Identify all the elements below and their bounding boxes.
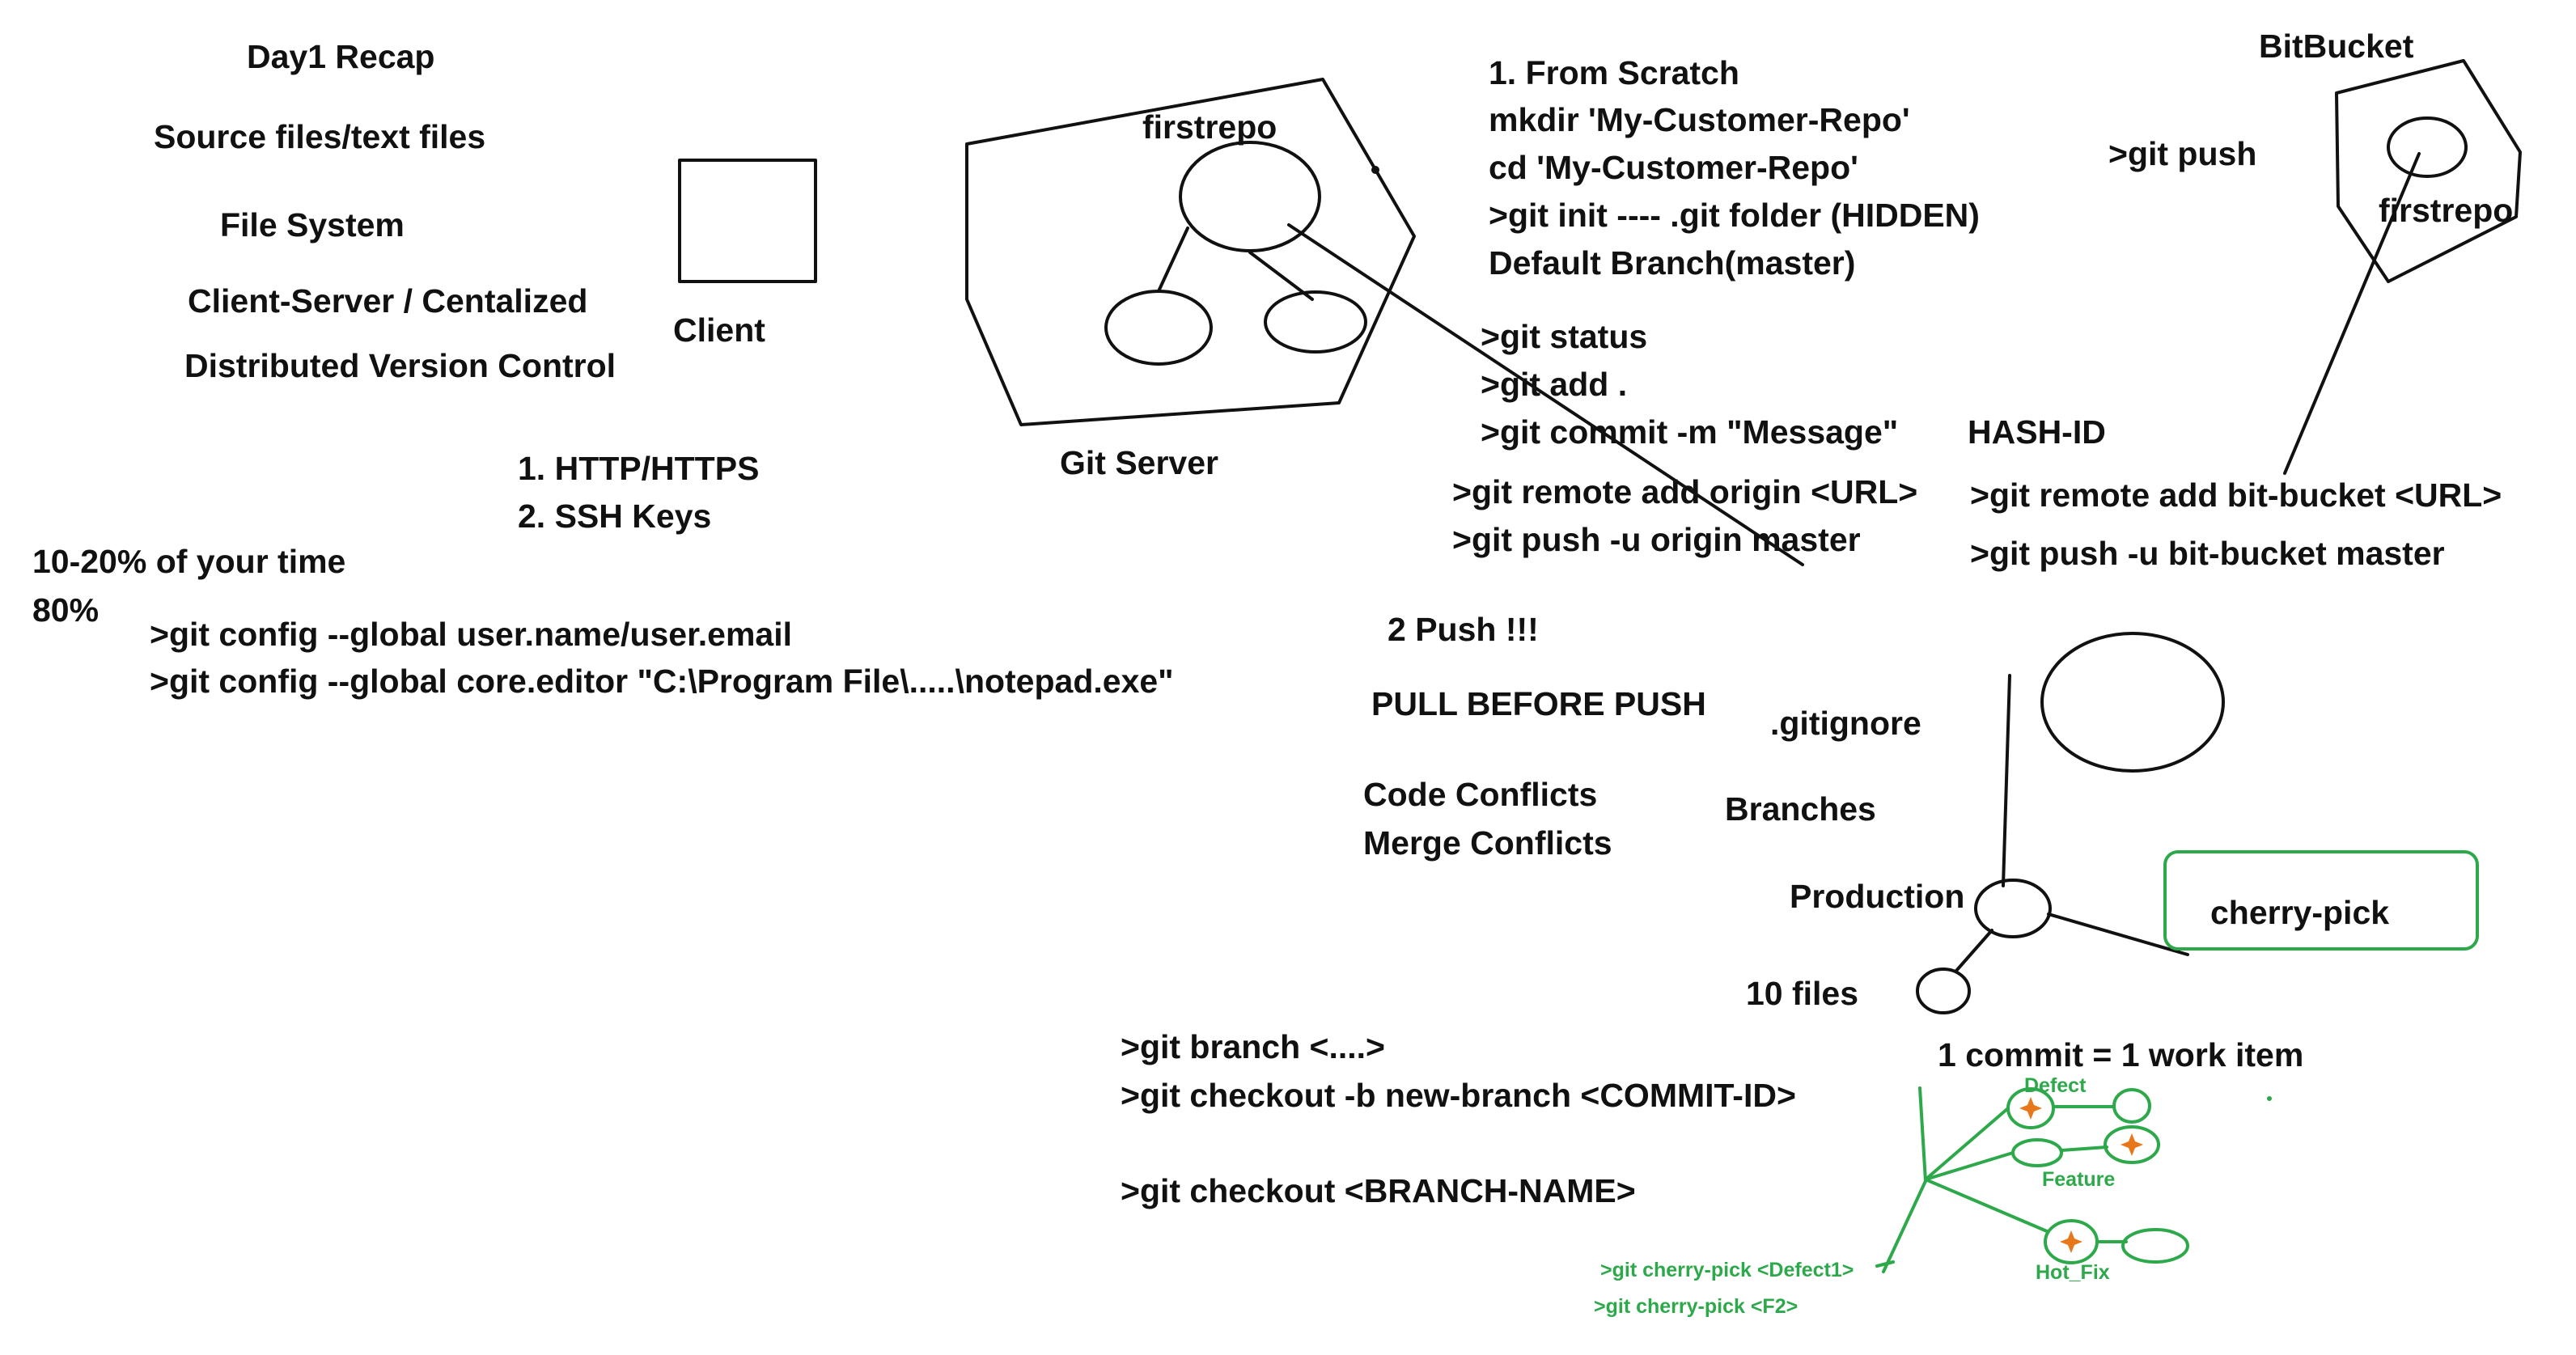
git-server-hexagon xyxy=(965,78,1416,426)
repo-ellipse xyxy=(1179,141,1321,252)
cmd-remote-bitbucket: >git remote add bit-bucket <URL> xyxy=(1970,476,2502,514)
step-cd: cd 'My-Customer-Repo' xyxy=(1489,149,1858,186)
feature-commit-2 xyxy=(2104,1125,2160,1164)
production-to-files-line xyxy=(1955,929,1993,972)
cherry-pick-f2-cmd: >git cherry-pick <F2> xyxy=(1594,1295,1799,1318)
defect-commit-2 xyxy=(2112,1088,2151,1124)
step-git-init: >git init ---- .git folder (HIDDEN) xyxy=(1489,197,1980,234)
branch-ellipse-right xyxy=(1264,290,1367,354)
config-command-editor: >git config --global core.editor "C:\Pro… xyxy=(150,663,1174,700)
cherry-pick-label: cherry-pick xyxy=(2210,894,2390,931)
production-to-cherry-line xyxy=(2047,913,2189,956)
percent-text: 80% xyxy=(32,591,100,629)
bitbucket-link-line xyxy=(2283,152,2421,475)
server-link-left xyxy=(1157,227,1189,293)
dot-mark xyxy=(1371,166,1379,174)
bitbucket-repo-ellipse xyxy=(2387,116,2468,178)
tree-trunk xyxy=(1918,1086,1927,1183)
protocol-https: 1. HTTP/HTTPS xyxy=(518,450,760,487)
production-vertical-line xyxy=(2002,674,2011,887)
green-dot xyxy=(2267,1096,2272,1101)
commit-rule-text: 1 commit = 1 work item xyxy=(1938,1036,2304,1073)
client-box xyxy=(678,159,817,283)
git-server-repo-name: firstrepo xyxy=(1142,108,1277,146)
ten-files-text: 10 files xyxy=(1746,975,1859,1012)
bitbucket-hexagon xyxy=(2335,59,2522,283)
config-command-user: >git config --global user.name/user.emai… xyxy=(150,616,793,653)
time-text: 10-20% of your time xyxy=(32,543,346,580)
feature-label: Feature xyxy=(2042,1168,2116,1191)
distributed-text: Distributed Version Control xyxy=(184,347,616,384)
production-text: Production xyxy=(1790,878,1965,915)
cmd-checkout-new-branch: >git checkout -b new-branch <COMMIT-ID> xyxy=(1121,1077,1796,1114)
cmd-remote-origin: >git remote add origin <URL> xyxy=(1452,473,1918,510)
branch-to-defect xyxy=(1924,1107,2010,1181)
server-link-right xyxy=(1248,251,1314,301)
cmd-git-commit: >git commit -m "Message" xyxy=(1481,413,1899,451)
cmd-connector xyxy=(1875,1260,1895,1268)
branch-to-hotfix xyxy=(1924,1178,2049,1233)
cmd-git-branch: >git branch <....> xyxy=(1121,1028,1385,1065)
hotfix-commit-2 xyxy=(2121,1228,2189,1264)
cmd-push-bitbucket: >git push -u bit-bucket master xyxy=(1970,535,2445,572)
code-conflicts-text: Code Conflicts xyxy=(1363,776,1598,813)
hotfix-star-icon xyxy=(2060,1230,2082,1253)
hash-id-text: HASH-ID xyxy=(1968,413,2106,451)
cherry-pick-box xyxy=(2163,850,2479,951)
files-ellipse xyxy=(1916,968,1971,1014)
branches-text: Branches xyxy=(1725,790,1876,828)
hotfix-label: Hot_Fix xyxy=(2036,1261,2110,1284)
client-label: Client xyxy=(673,311,765,349)
bitbucket-repo-name: firstrepo xyxy=(2379,192,2514,229)
client-server-text: Client-Server / Centalized xyxy=(188,282,588,320)
from-scratch-heading: 1. From Scratch xyxy=(1489,54,1739,91)
two-push-text: 2 Push !!! xyxy=(1388,611,1539,648)
cmd-git-status: >git status xyxy=(1481,318,1648,355)
feature-star-icon xyxy=(2121,1133,2143,1156)
day1-recap-title: Day1 Recap xyxy=(247,38,435,75)
cherry-pick-defect-cmd: >git cherry-pick <Defect1> xyxy=(1600,1259,1854,1281)
git-server-label: Git Server xyxy=(1060,444,1218,481)
pull-before-push-text: PULL BEFORE PUSH xyxy=(1371,685,1706,722)
branch-to-feature xyxy=(1924,1151,2015,1181)
defect-label: Defect xyxy=(2024,1074,2087,1097)
defect-star-icon xyxy=(2019,1097,2042,1120)
tree-trunk-lower xyxy=(1882,1179,1927,1273)
cmd-git-add: >git add . xyxy=(1481,366,1628,403)
bitbucket-git-push: >git push xyxy=(2108,135,2257,172)
production-ellipse xyxy=(1974,879,2052,938)
protocol-ssh: 2. SSH Keys xyxy=(518,498,712,535)
feature-commit-1 xyxy=(2011,1138,2063,1167)
feature-link xyxy=(2060,1145,2108,1152)
file-system-text: File System xyxy=(220,206,405,243)
branch-ellipse-left xyxy=(1104,290,1213,366)
gitignore-text: .gitignore xyxy=(1770,705,1921,742)
step-default-branch: Default Branch(master) xyxy=(1489,244,1856,282)
cmd-push-origin: >git push -u origin master xyxy=(1452,521,1861,558)
step-mkdir: mkdir 'My-Customer-Repo' xyxy=(1489,101,1910,138)
large-ellipse xyxy=(2040,632,2225,773)
repo-diagonal-line xyxy=(1287,223,1804,566)
source-files-text: Source files/text files xyxy=(154,118,486,155)
cmd-checkout-branch: >git checkout <BRANCH-NAME> xyxy=(1121,1172,1636,1209)
bitbucket-title: BitBucket xyxy=(2259,28,2414,65)
merge-conflicts-text: Merge Conflicts xyxy=(1363,824,1612,862)
